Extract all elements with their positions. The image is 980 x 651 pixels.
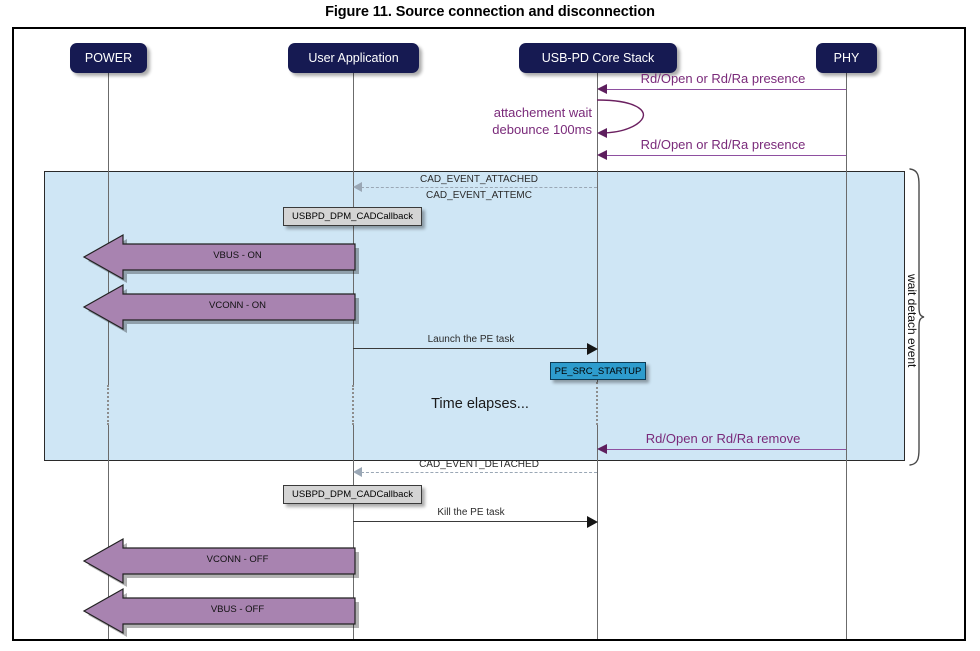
lifeline-header-usbpd-core[interactable]: USB-PD Core Stack [519,43,677,73]
message-label-rd-remove: Rd/Open or Rd/Ra remove [645,431,801,446]
lifeline-header-phy[interactable]: PHY [816,43,877,73]
note-cad-callback-detach[interactable]: USBPD_DPM_CADCallback [283,485,422,504]
note-cad-callback-detach-label: USBPD_DPM_CADCallback [292,489,413,500]
message-line-cad-detached [361,472,597,473]
message-label-rd-presence-2: Rd/Open or Rd/Ra presence [640,137,806,152]
lifeline-usbpd-core-lower [597,425,598,639]
self-loop-attachment-debounce [596,99,657,135]
state-box-pe-src-startup[interactable]: PE_SRC_STARTUP [550,362,646,380]
lifeline-power-lower [108,425,109,639]
block-arrow-vconn-off[interactable]: VCONN - OFF [80,537,359,587]
lifeline-power-upper [108,72,109,385]
message-line-launch-pe-task [353,348,589,349]
note-cad-callback-attach-label: USBPD_DPM_CADCallback [292,211,413,222]
message-label-kill-pe-task: Kill the PE task [437,507,505,518]
arrowhead-cad-detached [353,467,362,477]
page-title: Figure 11. Source connection and disconn… [325,4,655,20]
lifeline-user-app-lower [353,425,354,639]
lifeline-user-app-upper [353,72,354,385]
arrowhead-kill-pe-task [587,516,598,528]
message-line-kill-pe-task [353,521,589,522]
arrowhead-rd-presence-1 [597,84,607,94]
lifeline-usbpd-core-upper [597,72,598,382]
lifeline-header-user-app[interactable]: User Application [288,43,419,73]
lifeline-header-power-label: POWER [84,51,133,65]
message-label-cad-detached: CAD_EVENT_DETACHED [419,459,539,470]
message-line-rd-presence-1 [600,89,846,90]
block-arrow-vbus-off[interactable]: VBUS - OFF [80,587,359,637]
wait-detach-event-label: wait detach event [905,274,919,368]
lifeline-user-app-dotted [352,385,354,425]
lifeline-header-power[interactable]: POWER [70,43,147,73]
lifeline-usbpd-core-dotted [596,382,598,425]
message-label-rd-presence-1: Rd/Open or Rd/Ra presence [640,71,806,86]
arrowhead-rd-presence-2 [597,150,607,160]
message-label-launch-pe-task: Launch the PE task [427,334,515,345]
lifeline-power-dotted [107,385,109,425]
block-arrow-vconn-on[interactable]: VCONN - ON [80,283,359,333]
message-label-cad-attached: CAD_EVENT_ATTACHED [420,174,538,185]
note-cad-callback-attach[interactable]: USBPD_DPM_CADCallback [283,207,422,226]
message-label-cad-attemc: CAD_EVENT_ATTEMC [426,190,532,201]
block-arrow-vbus-on[interactable]: VBUS - ON [80,233,359,283]
message-line-rd-remove [600,449,846,450]
lifeline-header-usbpd-core-label: USB-PD Core Stack [541,51,655,65]
wait-detach-brace [908,167,925,466]
lifeline-header-user-app-label: User Application [308,51,399,65]
arrowhead-launch-pe-task [587,343,598,355]
lifeline-phy [846,72,847,639]
arrowhead-cad-attached [353,182,362,192]
message-line-rd-presence-2 [600,155,846,156]
arrowhead-self-loop [597,128,607,138]
time-elapses-note: Time elapses... [431,396,529,412]
self-loop-label-line1: attachement wait [493,105,592,120]
message-line-cad-attached [361,187,597,188]
lifeline-header-phy-label: PHY [833,51,860,65]
arrowhead-rd-remove [597,444,607,454]
state-box-pe-src-startup-label: PE_SRC_STARTUP [554,365,642,377]
self-loop-label-line2: debounce 100ms [492,122,592,137]
